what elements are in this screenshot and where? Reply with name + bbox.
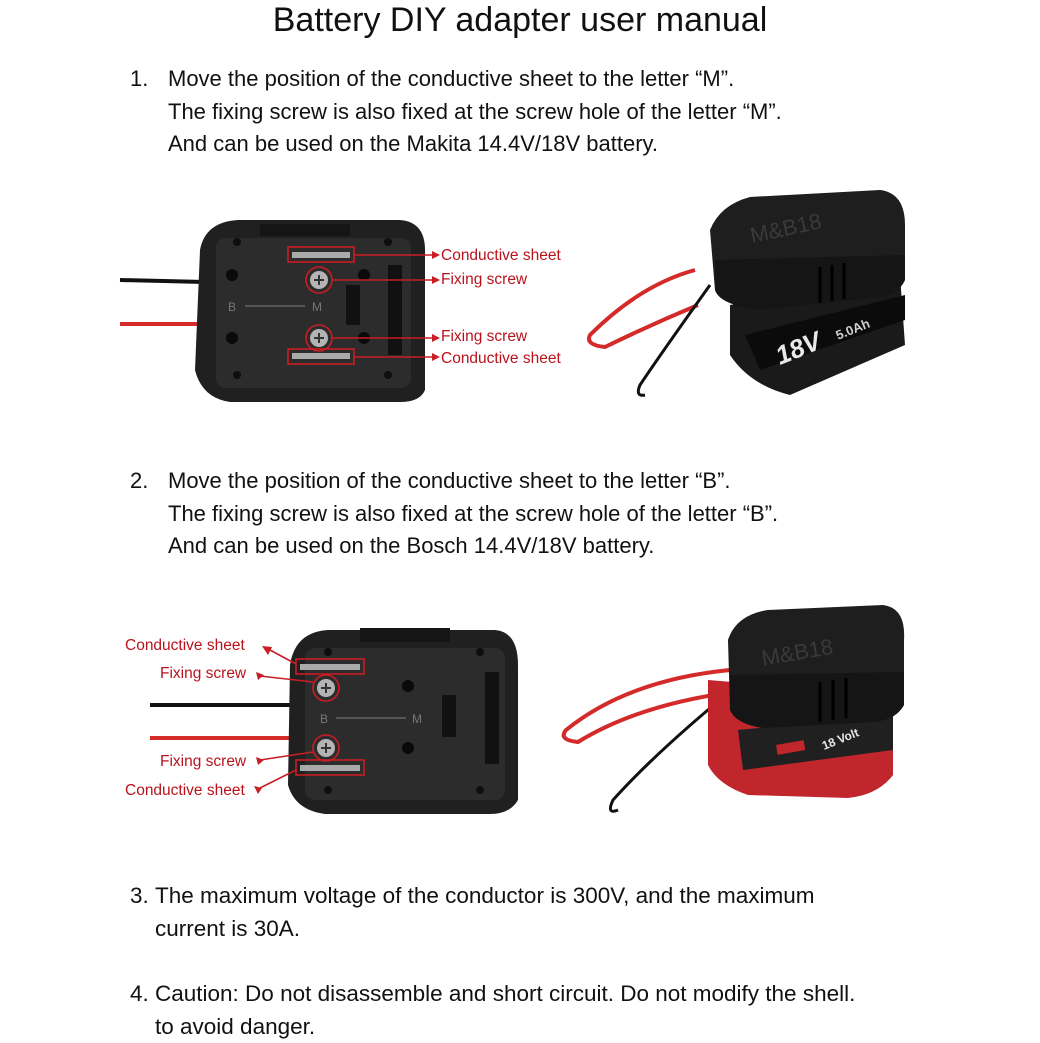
callout-fixing-screw: Fixing screw [441, 328, 527, 346]
callout-conductive-sheet: Conductive sheet [441, 350, 561, 368]
page-title: Battery DIY adapter user manual [0, 0, 1040, 40]
step-line: And can be used on the Bosch 14.4V/18V b… [130, 530, 778, 563]
step-line: The maximum voltage of the conductor is … [130, 880, 815, 913]
plate-letter-m: M [412, 712, 422, 726]
plate-letter-b: B [228, 300, 236, 314]
callout-conductive-sheet: Conductive sheet [441, 247, 561, 265]
step-line: Caution: Do not disassemble and short ci… [130, 978, 855, 1011]
step-line: current is 30A. [130, 913, 815, 946]
step-number: 1. [130, 63, 148, 96]
step-line: The fixing screw is also fixed at the sc… [130, 498, 778, 531]
step-3: 3. The maximum voltage of the conductor … [130, 880, 815, 945]
step-number: 2. [130, 465, 148, 498]
step-2: 2. Move the position of the conductive s… [130, 465, 778, 563]
step-line: The fixing screw is also fixed at the sc… [130, 96, 782, 129]
step-line: to avoid danger. [130, 1011, 855, 1043]
bosch-battery-photo: 18 Volt M&B18 [558, 600, 908, 820]
step-4: 4. Caution: Do not disassemble and short… [130, 978, 855, 1043]
step-line: Move the position of the conductive shee… [130, 465, 778, 498]
callout-fixing-screw: Fixing screw [441, 271, 527, 289]
adapter-plate-figure-1: B M [120, 210, 440, 410]
step-number: 3. [130, 880, 149, 913]
plate-letter-b: B [320, 712, 328, 726]
step-1: 1. Move the position of the conductive s… [130, 63, 782, 161]
step-line: Move the position of the conductive shee… [130, 63, 782, 96]
step-number: 4. [130, 978, 149, 1011]
makita-battery-photo: 18V 5.0Ah M&B18 [580, 185, 910, 405]
step-line: And can be used on the Makita 14.4V/18V … [130, 128, 782, 161]
plate-letter-m: M [312, 300, 322, 314]
adapter-plate-figure-2: B M [150, 620, 530, 820]
